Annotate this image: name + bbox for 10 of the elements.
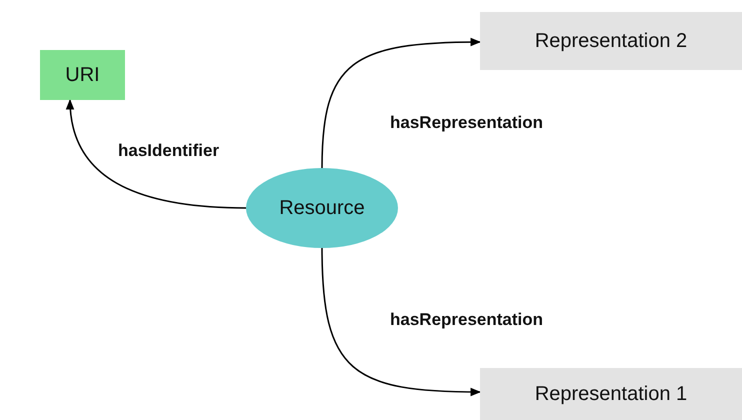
curved-arrow — [321, 38, 482, 168]
curved-arrow — [66, 98, 246, 209]
node-label: Representation 1 — [534, 382, 688, 407]
node-label: Resource — [279, 196, 365, 221]
node-box — [480, 12, 742, 70]
node-label: URI — [65, 63, 100, 88]
curved-arrow — [321, 248, 482, 396]
node-label: Representation 2 — [534, 29, 688, 54]
node-box — [480, 368, 742, 420]
node-box — [40, 50, 125, 100]
